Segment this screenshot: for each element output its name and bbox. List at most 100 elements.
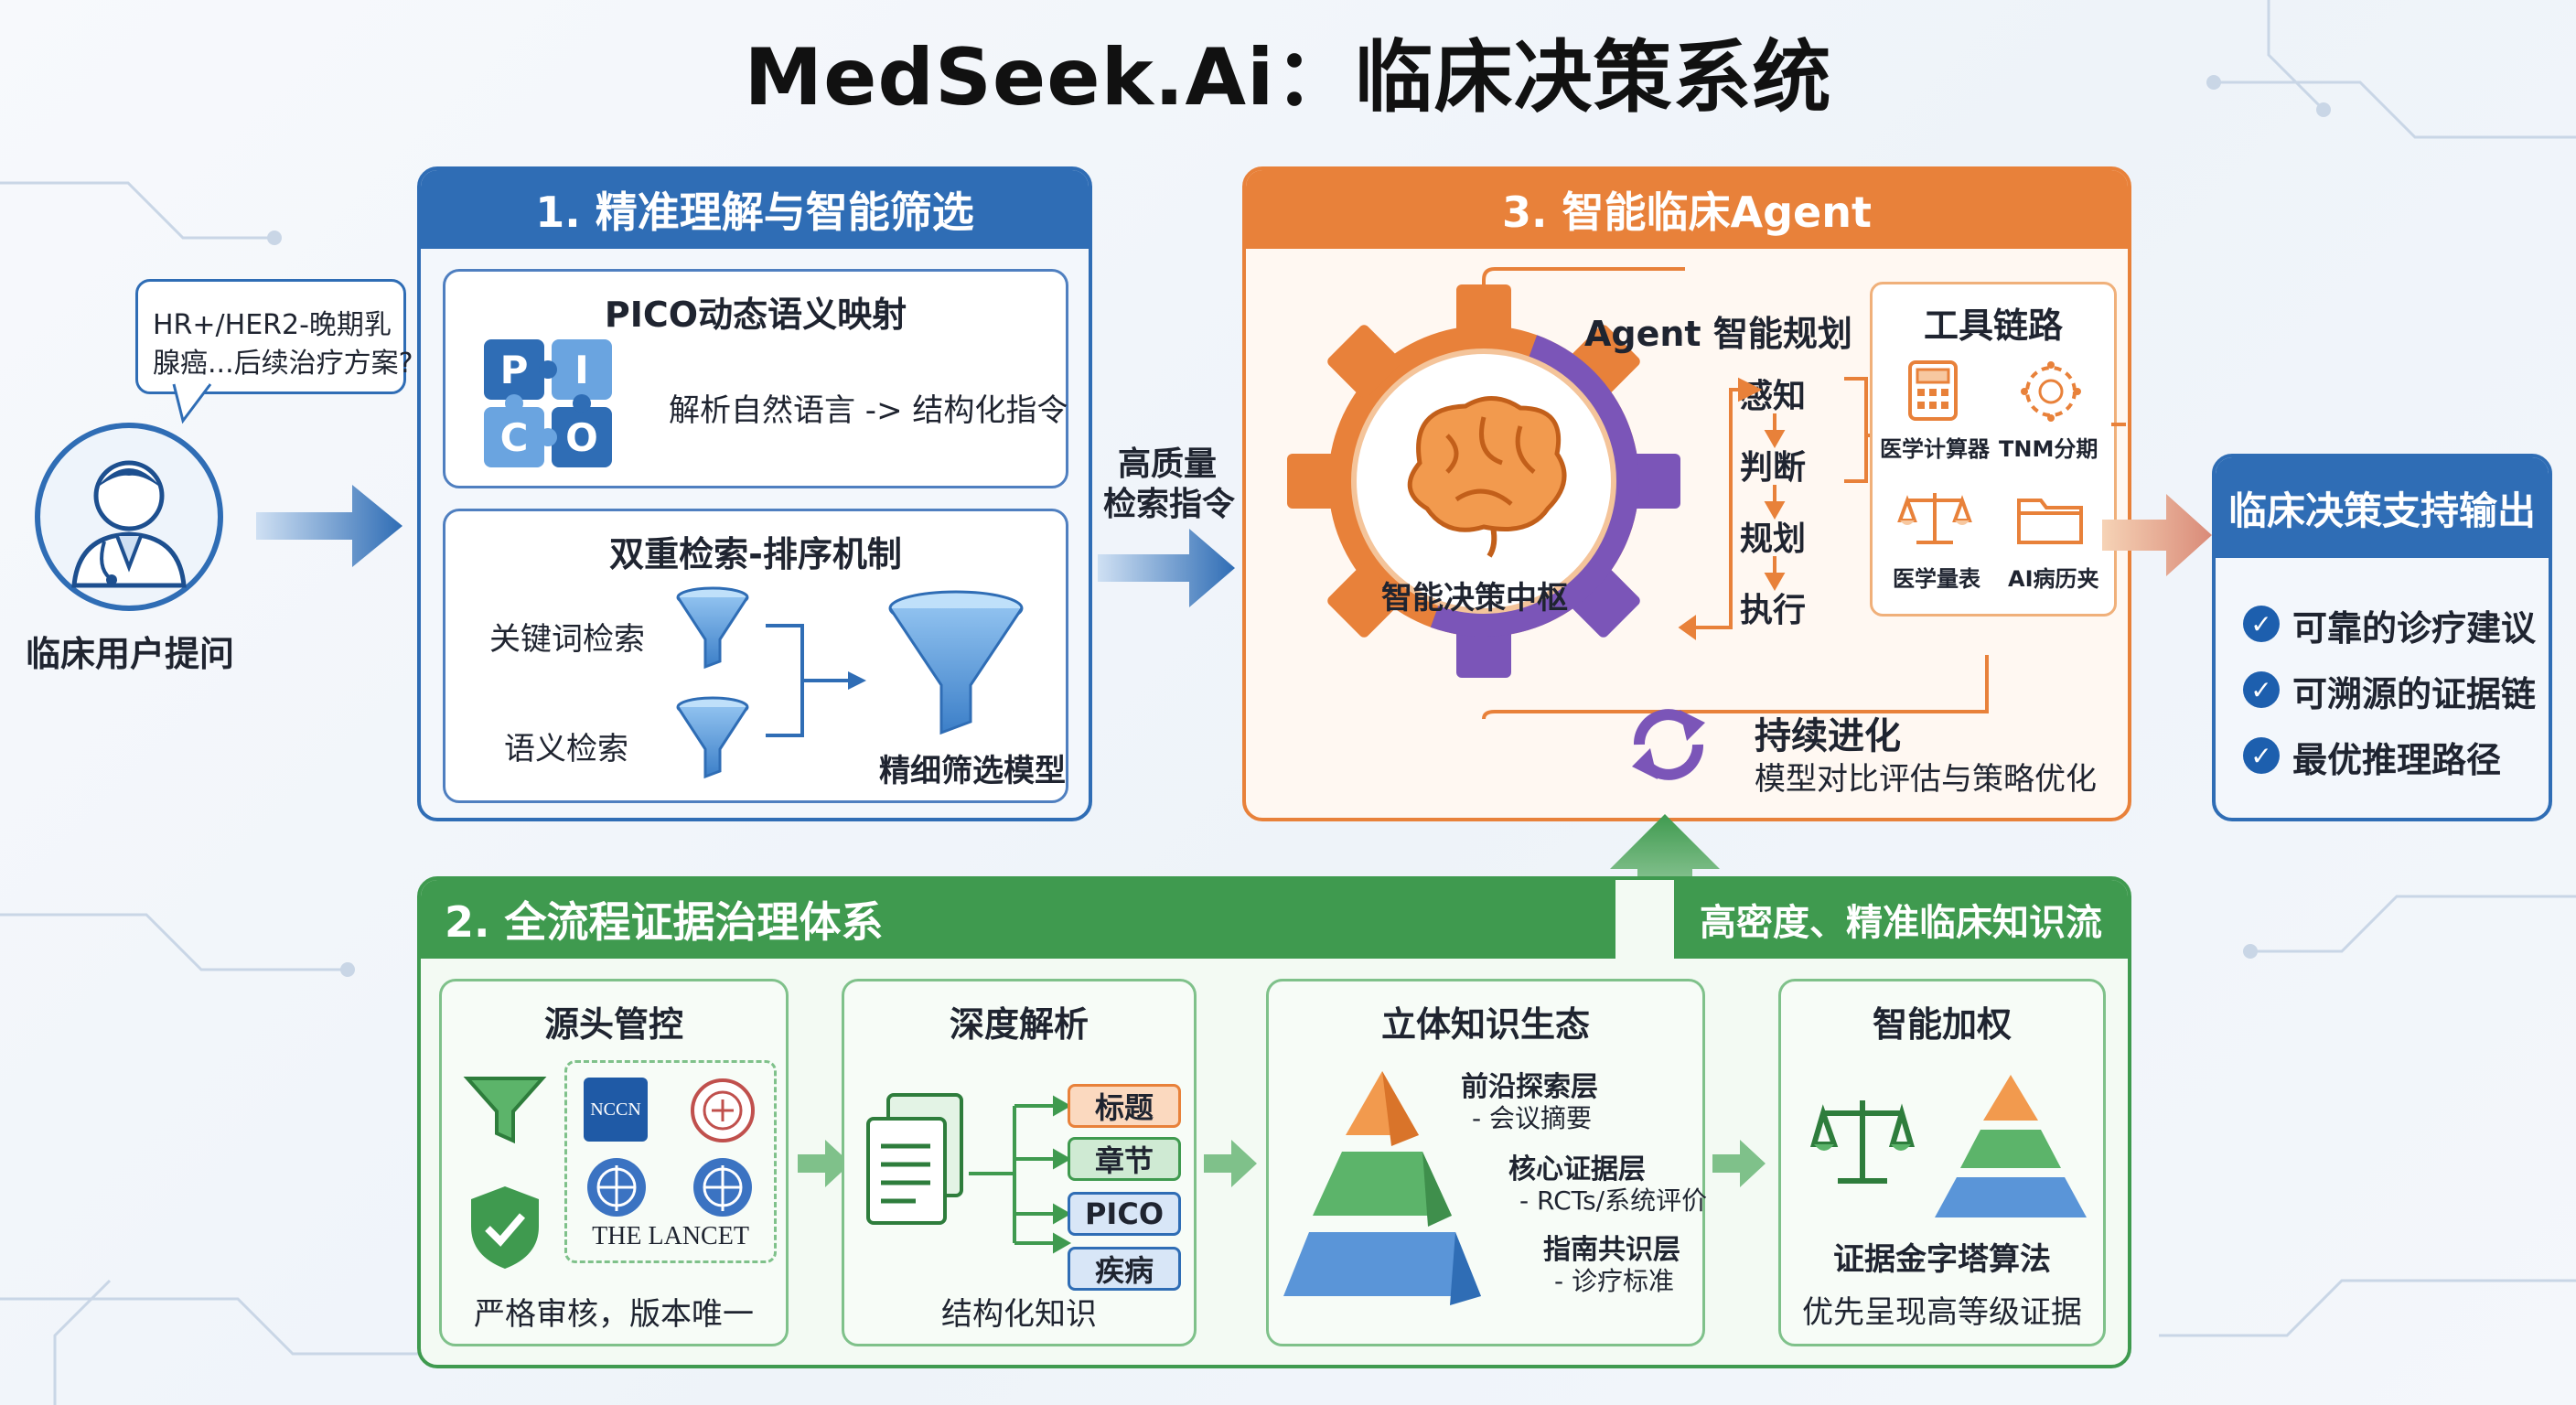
user-label: 临床用户提问 (26, 634, 235, 674)
flow-arrow-3 (1712, 1140, 1766, 1187)
guideline-logos-box: NCCN THE LANCET (564, 1060, 777, 1263)
section1-panel: 1. 精准理解与智能筛选 PICO动态语义映射 P I C O 解析自然语言 -… (417, 166, 1092, 821)
output-item-2: 可溯源的证据链 (2292, 674, 2537, 714)
pico-letter-c: C (500, 415, 529, 460)
semantic-funnel-icon (676, 696, 749, 779)
keyword-search-label: 关键词检索 (489, 621, 645, 658)
output-panel: 临床决策支持输出 ✓ 可靠的诊疗建议 ✓ 可溯源的证据链 ✓ 最优推理路径 (2212, 454, 2552, 821)
weighting-pyramid-icon (1935, 1075, 2087, 1217)
keyword-funnel-icon (676, 586, 749, 670)
tools-to-output-arrow (2111, 423, 2126, 426)
tool-scale-label: 医学量表 (1893, 566, 1980, 592)
decision-core-label: 智能决策中枢 (1381, 580, 1568, 617)
layer-core-sub: - RCTs/系统评价 (1519, 1185, 1708, 1216)
balance-scale-icon (1809, 1100, 1916, 1184)
layer-guideline-name: 指南共识层 (1543, 1234, 1680, 1266)
folder-icon (2017, 499, 2083, 544)
smart-weighting-card: 智能加权 证据金字塔算法 优先呈现高等级证据 (1778, 979, 2106, 1346)
parse-caption: 结构化知识 (941, 1296, 1097, 1333)
tag-pico: PICO (1068, 1192, 1181, 1236)
step-execute: 执行 (1740, 592, 1807, 629)
section1-to-agent-arrow (1098, 529, 1235, 607)
brain-icon (1407, 396, 1567, 558)
pico-title: PICO动态语义映射 (604, 295, 907, 335)
toolchain-box: 工具链路 医学计算器 TNM分期 医学量表 AI病历夹 (1870, 282, 2117, 617)
flow-arrow-2 (1204, 1140, 1257, 1187)
evolution-desc: 模型对比评估与策略优化 (1755, 761, 2097, 798)
question-bubble: HR+/HER2-晚期乳 腺癌...后续治疗方案? (135, 279, 413, 394)
step-plan: 规划 (1740, 520, 1807, 558)
evidence-pyramid-icon (1283, 1071, 1481, 1305)
tag-disease: 疾病 (1068, 1247, 1181, 1291)
semantic-search-label: 语义检索 (504, 731, 628, 767)
pico-puzzle-icon: P I C O (484, 339, 612, 467)
source-title: 源头管控 (543, 1004, 683, 1045)
bubble-line-2: 腺癌...后续治疗方案? (153, 348, 413, 380)
pico-letter-i: I (574, 348, 589, 392)
model-funnel-icon (888, 590, 1024, 735)
tag-title: 标题 (1068, 1084, 1181, 1128)
retrieval-title: 双重检索-排序机制 (609, 534, 902, 574)
weighting-caption-1: 证据金字塔算法 (1833, 1241, 2051, 1278)
pico-desc: 解析自然语言 -> 结构化指令 (669, 392, 1068, 429)
lancet-logo-text: THE LANCET (592, 1222, 749, 1250)
calculator-icon (1908, 360, 1958, 421)
model-label: 精细筛选模型 (879, 753, 1066, 789)
funnels-diagram (676, 586, 1024, 779)
nccn-logo-text: NCCN (590, 1099, 641, 1120)
query-label-1: 高质量 (1118, 445, 1218, 483)
source-control-card: 源头管控 NCCN (439, 979, 789, 1346)
weighting-title: 智能加权 (1872, 1004, 2012, 1045)
who-emblem-icon-1 (587, 1158, 646, 1217)
output-title: 临床决策支持输出 (2216, 457, 2549, 558)
decision-gear-icon (1287, 284, 1680, 678)
output-item-1: 可靠的诊疗建议 (2292, 608, 2537, 649)
layer-frontier-name: 前沿探索层 (1461, 1071, 1598, 1103)
agent-to-output-arrow (2102, 494, 2212, 576)
weighting-caption-2: 优先呈现高等级证据 (1802, 1294, 2082, 1331)
query-label-2: 检索指令 (1103, 486, 1236, 523)
bubble-tail (172, 380, 212, 424)
section3-header: 3. 智能临床Agent (1246, 170, 2128, 249)
check-icon-3: ✓ (2243, 737, 2280, 774)
planning-title: Agent 智能规划 (1584, 314, 1852, 354)
nccn-logo: NCCN (584, 1078, 648, 1142)
filter-icon (463, 1077, 547, 1144)
bubble-line-1: HR+/HER2-晚期乳 (153, 309, 392, 341)
section1-header: 1. 精准理解与智能筛选 (421, 170, 1089, 249)
user-to-section1-arrow (256, 485, 402, 567)
section2-panel: 2. 全流程证据治理体系 高密度、精准临床知识流 源头管控 NCCN (417, 876, 2131, 1368)
source-caption: 严格审核，版本唯一 (474, 1296, 754, 1333)
doctor-avatar-icon (35, 423, 223, 611)
tool-tnm-label: TNM分期 (1999, 436, 2098, 462)
pico-letter-p: P (500, 348, 529, 392)
check-icon-2: ✓ (2243, 671, 2280, 708)
check-icon-1: ✓ (2243, 606, 2280, 642)
who-emblem-icon-2 (693, 1158, 752, 1217)
parse-title: 深度解析 (949, 1004, 1089, 1045)
pico-card: PICO动态语义映射 P I C O 解析自然语言 -> 结构化指令 (443, 269, 1068, 488)
shield-check-icon (471, 1186, 539, 1269)
section2-header: 2. 全流程证据治理体系 (421, 880, 1615, 959)
layer-guideline-sub: - 诊疗标准 (1554, 1266, 1675, 1296)
flow-arrow-1 (798, 1140, 851, 1187)
pico-letter-o: O (565, 415, 598, 460)
ecosystem-title: 立体知识生态 (1380, 1004, 1590, 1045)
planning-flow-arrows (1482, 267, 1989, 720)
document-stack-icon (866, 1093, 963, 1225)
tnm-staging-icon (2021, 361, 2081, 422)
tool-records-label: AI病历夹 (2008, 566, 2099, 592)
tag-chapter: 章节 (1068, 1137, 1181, 1181)
flow-label: 高密度、精准临床知识流 (1674, 880, 2128, 959)
evolution-title: 持续进化 (1755, 715, 1901, 757)
knowledge-ecosystem-card: 立体知识生态 前沿探索层 - 会议摘要 核心证据层 - RCTs/系统评价 指南… (1266, 979, 1708, 1346)
step-judge: 判断 (1740, 449, 1807, 487)
layer-core-name: 核心证据层 (1508, 1153, 1646, 1185)
refresh-cycle-icon (1632, 709, 1705, 780)
parse-branch-lines (969, 1095, 1072, 1254)
retrieval-card: 双重检索-排序机制 关键词检索 语义检索 精细筛选模型 (443, 509, 1068, 803)
scale-icon (1897, 493, 1972, 544)
tool-calculator-label: 医学计算器 (1880, 436, 1990, 462)
toolchain-title: 工具链路 (1923, 306, 2063, 346)
